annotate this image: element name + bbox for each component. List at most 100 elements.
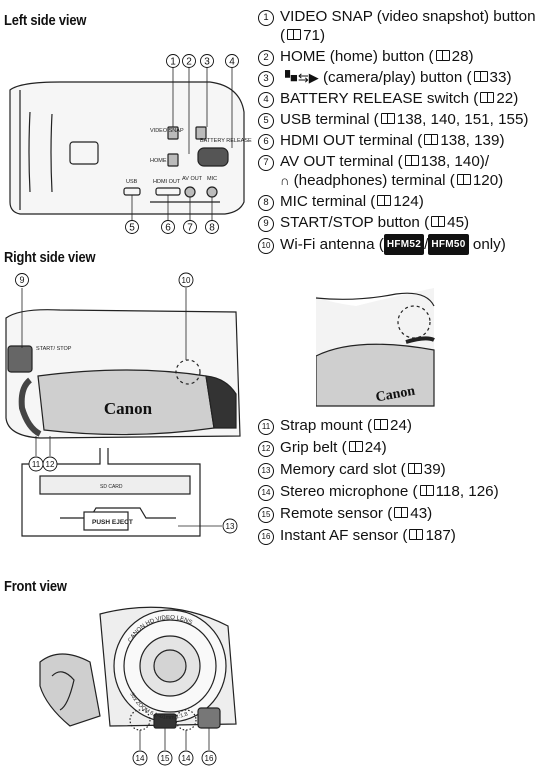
callout-15: 15 xyxy=(161,754,170,763)
callout-11: 11 xyxy=(32,460,41,469)
item-ref: 24) xyxy=(390,417,412,434)
item-number: 14 xyxy=(258,485,274,501)
left-side-view-figure: VIDEO SNAP HOME BATTERY RELEASE USB HDMI… xyxy=(9,54,252,234)
book-icon xyxy=(480,92,495,103)
callout-9: 9 xyxy=(19,275,24,285)
parts-item-6: 6 HDMI OUT terminal ( 138, 139) xyxy=(258,131,505,150)
item-ref: 124) xyxy=(393,193,424,210)
item-text: BATTERY RELEASE switch ( xyxy=(280,90,479,107)
parts-item-9: 9 START/STOP button ( 45) xyxy=(258,213,469,232)
item-ref: 118, 126) xyxy=(435,483,499,500)
badge-separator: / xyxy=(424,236,429,253)
parts-item-7-line2: ∩ (headphones) terminal (120) xyxy=(280,171,503,190)
callout-5: 5 xyxy=(129,223,135,234)
book-icon xyxy=(377,195,392,206)
book-icon xyxy=(404,155,419,166)
item-text: USB terminal ( xyxy=(280,111,379,128)
item-text: AV OUT terminal ( xyxy=(280,153,403,170)
book-icon xyxy=(431,216,446,227)
parts-item-8: 8 MIC terminal ( 124) xyxy=(258,192,424,211)
model-badge-hfm50: HFM50 xyxy=(428,234,469,255)
callout-8: 8 xyxy=(209,223,215,234)
item-text: Memory card slot ( xyxy=(280,461,406,478)
item-text: Remote sensor ( xyxy=(280,505,393,522)
item-ref: 28) xyxy=(451,48,474,65)
book-icon xyxy=(409,529,424,540)
item-number: 8 xyxy=(258,195,274,211)
home-label: HOME xyxy=(150,158,167,164)
parts-item-15: 15 Remote sensor ( 43) xyxy=(258,504,432,523)
item-ref: 71) xyxy=(303,27,326,44)
callout-6: 6 xyxy=(165,223,171,234)
item-number: 6 xyxy=(258,134,274,150)
item-text: Instant AF sensor ( xyxy=(280,527,408,544)
start-stop-label: START/ STOP xyxy=(36,346,72,352)
camera-play-icon: ▝■⇆▶ xyxy=(280,70,319,85)
item-ref: 24) xyxy=(364,439,387,456)
usb-label: USB xyxy=(126,179,138,185)
item-text: START/STOP button ( xyxy=(280,214,430,231)
item-text: VIDEO SNAP (video snapshot) button xyxy=(280,8,536,25)
item-number: 5 xyxy=(258,113,274,129)
right-side-view-heading: Right side view xyxy=(4,249,96,266)
book-icon xyxy=(473,71,488,82)
parts-item-1-ref: (71) xyxy=(280,27,326,44)
model-badge-hfm52: HFM52 xyxy=(383,234,425,255)
item-ref: 33) xyxy=(489,69,512,86)
book-icon xyxy=(380,113,395,124)
front-view-heading: Front view xyxy=(4,578,67,595)
item-text: Wi-Fi antenna ( xyxy=(280,236,384,253)
parts-item-7: 7 AV OUT terminal ( 138, 140)/ xyxy=(258,152,489,171)
strap-detail-figure: Canon xyxy=(316,266,435,407)
parts-item-1: 1 VIDEO SNAP (video snapshot) button xyxy=(258,7,536,26)
item-number: 15 xyxy=(258,507,274,523)
left-side-view-heading: Left side view xyxy=(4,12,87,29)
item-ref: 138, 140)/ xyxy=(420,153,490,170)
headphones-icon: ∩ xyxy=(280,173,290,188)
item-number: 16 xyxy=(258,529,274,545)
hdmi-out-label: HDMI OUT xyxy=(153,179,181,185)
video-snap-label: VIDEO SNAP xyxy=(150,128,184,134)
callout-13: 13 xyxy=(226,522,235,531)
item-number: 9 xyxy=(258,216,274,232)
callout-10: 10 xyxy=(182,276,191,285)
book-icon xyxy=(419,485,434,496)
item-tail: only) xyxy=(472,236,506,253)
battery-release-label: BATTERY RELEASE xyxy=(200,138,252,144)
book-icon xyxy=(407,463,422,474)
canon-logo: Canon xyxy=(104,399,153,418)
item-number: 10 xyxy=(258,238,274,254)
item-text: Stereo microphone ( xyxy=(280,483,418,500)
parts-item-10: 10 Wi-Fi antenna (HFM52/HFM50 only) xyxy=(258,234,506,255)
book-icon xyxy=(456,174,471,185)
item-number: 11 xyxy=(258,419,274,435)
item-text: Strap mount ( xyxy=(280,417,373,434)
item-ref: 138, 139) xyxy=(440,132,505,149)
callout-16: 16 xyxy=(205,754,214,763)
book-icon xyxy=(287,29,302,40)
item-text: MIC terminal ( xyxy=(280,193,376,210)
item-number: 7 xyxy=(258,155,274,171)
item-ref: 45) xyxy=(447,214,470,231)
item-ref: 43) xyxy=(410,505,433,522)
callout-2: 2 xyxy=(186,57,192,68)
callout-14-right: 14 xyxy=(182,754,191,763)
parts-item-5: 5 USB terminal ( 138, 140, 151, 155) xyxy=(258,110,528,129)
book-icon xyxy=(424,134,439,145)
item-ref: 138, 140, 151, 155) xyxy=(396,111,529,128)
parts-item-11: 11 Strap mount ( 24) xyxy=(258,416,412,435)
item-number: 2 xyxy=(258,50,274,66)
callout-3: 3 xyxy=(204,57,210,68)
item-number: 4 xyxy=(258,92,274,108)
item-number: 1 xyxy=(258,10,274,26)
right-side-view-figure: Canon START/ STOP SD CARD PUSH EJECT 9 1… xyxy=(5,272,241,537)
item-text: HDMI OUT terminal ( xyxy=(280,132,423,149)
item-number: 3 xyxy=(258,71,274,87)
callout-12: 12 xyxy=(46,460,55,469)
item-ref: 120) xyxy=(472,172,504,189)
